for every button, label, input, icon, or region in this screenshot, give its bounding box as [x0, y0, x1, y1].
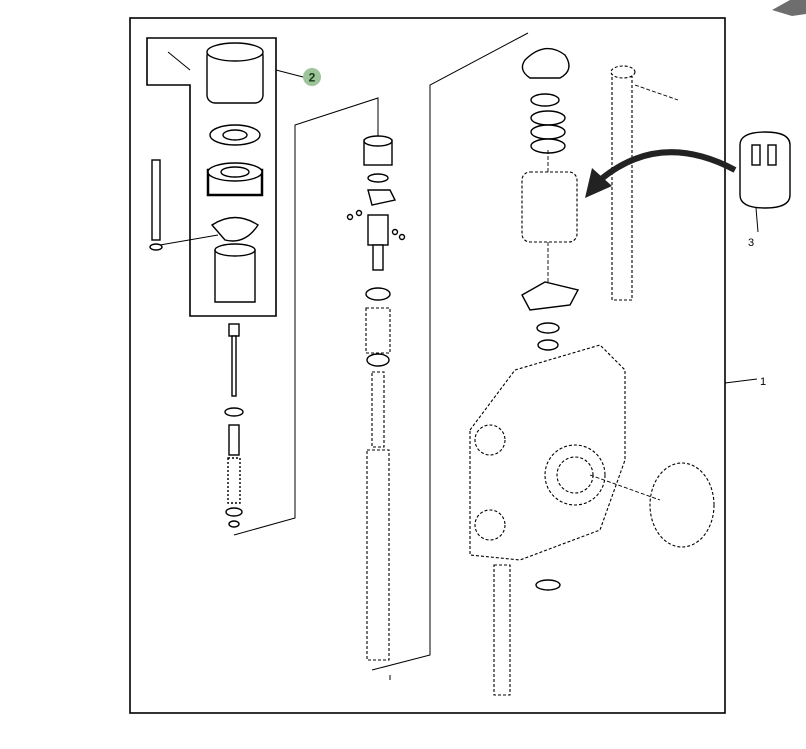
- callout-2-badge[interactable]: [303, 68, 321, 86]
- valve-parts-right: [521, 47, 679, 351]
- arrow-head-icon: [585, 168, 612, 198]
- callout-2-label[interactable]: 2: [309, 71, 316, 85]
- corner-arrow-icon[interactable]: [772, 0, 806, 16]
- replacement-arrow: [598, 149, 737, 183]
- spool-parts-left: [224, 323, 244, 528]
- callout-3-label[interactable]: 3: [748, 237, 754, 249]
- callout-1-label[interactable]: 1: [760, 376, 766, 388]
- part-3: [739, 131, 791, 209]
- spool-parts-middle: [346, 135, 406, 661]
- assembly-2-parts: [149, 42, 264, 303]
- diagram-frame: [129, 17, 726, 714]
- assembly-2-box: [146, 37, 277, 317]
- valve-housing: [469, 344, 715, 696]
